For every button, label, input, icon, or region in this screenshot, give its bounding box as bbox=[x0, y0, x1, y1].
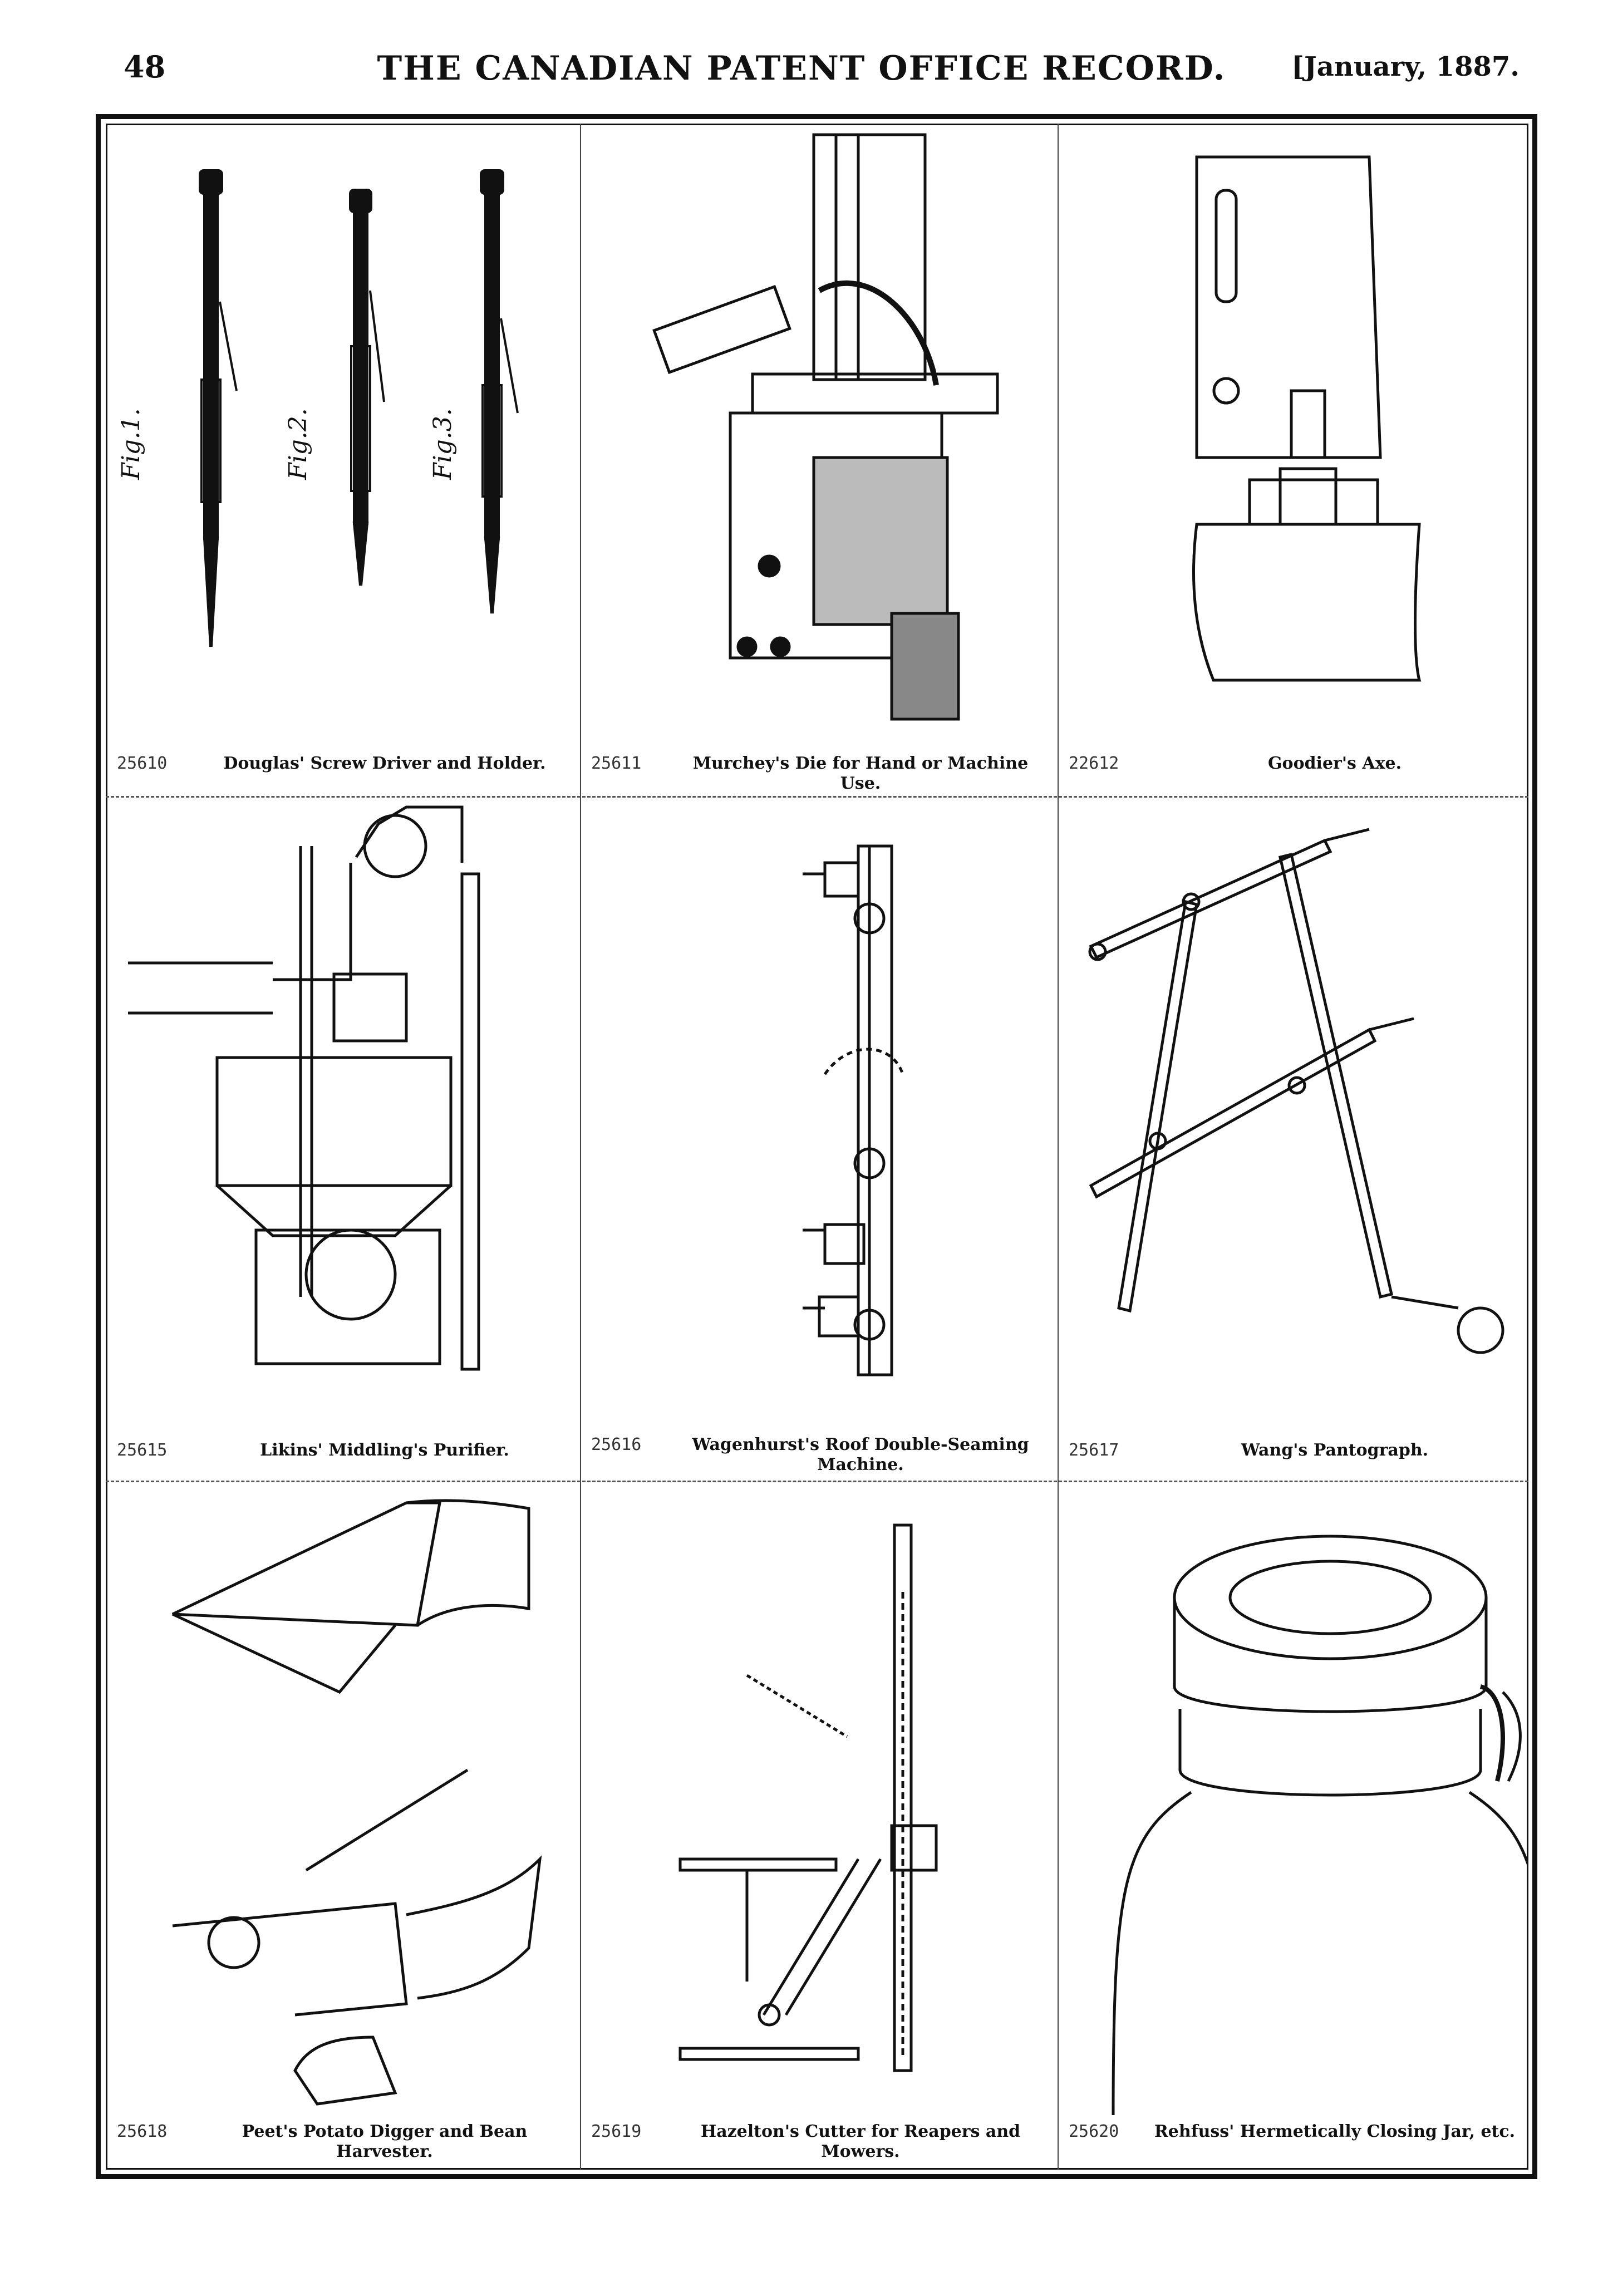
die-illustration bbox=[652, 133, 999, 721]
jar-illustration bbox=[1112, 1535, 1528, 2115]
patent-title: Hazelton's Cutter for Reapers and Mowers… bbox=[700, 2122, 1021, 2161]
patent-title: Wagenhurst's Roof Double-Seaming Machine… bbox=[692, 1435, 1029, 1474]
patent-title: Peet's Potato Digger and Bean Harvester. bbox=[242, 2122, 528, 2161]
patent-number: 25618 bbox=[117, 2122, 168, 2141]
outer-frame bbox=[96, 114, 1537, 2179]
issue-date: [January, 1887. bbox=[1291, 51, 1520, 82]
patent-number: 25620 bbox=[1069, 2122, 1119, 2141]
page-title: THE CANADIAN PATENT OFFICE RECORD. bbox=[377, 49, 1226, 88]
seaming-machine-illustration bbox=[803, 844, 904, 1376]
patent-panel: 22612 Goodier's Axe. bbox=[1058, 124, 1528, 796]
fig3-label: Fig.3. bbox=[429, 408, 457, 480]
patent-panel: 25615 Likins' Middling's Purifier. bbox=[106, 796, 580, 1481]
patent-panel: 25617 Wang's Pantograph. bbox=[1058, 796, 1528, 1481]
potato-digger-illustration bbox=[171, 1499, 542, 2106]
column-divider bbox=[1058, 124, 1059, 2170]
screw-driver-illustration: Fig.1. Fig.2. Fig.3. bbox=[117, 169, 519, 647]
patent-number: 25616 bbox=[591, 1435, 642, 1454]
patent-panel: 25620 Rehfuss' Hermetically Closing Jar,… bbox=[1058, 1481, 1528, 2170]
fig1-label: Fig.1. bbox=[117, 408, 145, 480]
axe-illustration bbox=[1192, 155, 1422, 682]
patent-panel: 25616 Wagenhurst's Roof Double-Seaming M… bbox=[580, 796, 1058, 1481]
patent-panel: 25611 Murchey's Die for Hand or Machine … bbox=[580, 124, 1058, 796]
patent-title: Likins' Middling's Purifier. bbox=[260, 1440, 509, 1460]
page-header: 48 THE CANADIAN PATENT OFFICE RECORD. [J… bbox=[0, 39, 1603, 89]
pantograph-illustration bbox=[1088, 828, 1504, 1354]
patent-title: Douglas' Screw Driver and Holder. bbox=[223, 754, 546, 773]
row-divider bbox=[106, 1481, 1528, 1482]
column-divider bbox=[580, 124, 581, 2170]
patent-number: 25615 bbox=[117, 1440, 168, 1460]
patent-title: Murchey's Die for Hand or Machine Use. bbox=[692, 754, 1029, 793]
patent-number: 22612 bbox=[1069, 754, 1119, 773]
patent-title: Wang's Pantograph. bbox=[1241, 1440, 1429, 1460]
purifier-illustration bbox=[128, 805, 480, 1371]
page-number: 48 bbox=[124, 49, 166, 85]
patent-number: 25610 bbox=[117, 754, 168, 773]
patent-title: Rehfuss' Hermetically Closing Jar, etc. bbox=[1154, 2122, 1516, 2141]
patent-number: 25617 bbox=[1069, 1440, 1119, 1460]
patent-panel: 25618 Peet's Potato Digger and Bean Harv… bbox=[106, 1481, 580, 2170]
fig2-label: Fig.2. bbox=[284, 408, 312, 480]
patent-panel: Fig.1. Fig.2. Fig.3. 25610 Douglas' Scre… bbox=[106, 124, 580, 796]
patent-number: 25611 bbox=[591, 754, 642, 773]
patent-title: Goodier's Axe. bbox=[1267, 754, 1402, 773]
row-divider bbox=[106, 796, 1528, 798]
patent-number: 25619 bbox=[591, 2122, 642, 2141]
inner-frame bbox=[106, 124, 1528, 2170]
patent-panel: 25619 Hazelton's Cutter for Reapers and … bbox=[580, 1481, 1058, 2170]
reaper-cutter-illustration bbox=[678, 1523, 938, 2072]
